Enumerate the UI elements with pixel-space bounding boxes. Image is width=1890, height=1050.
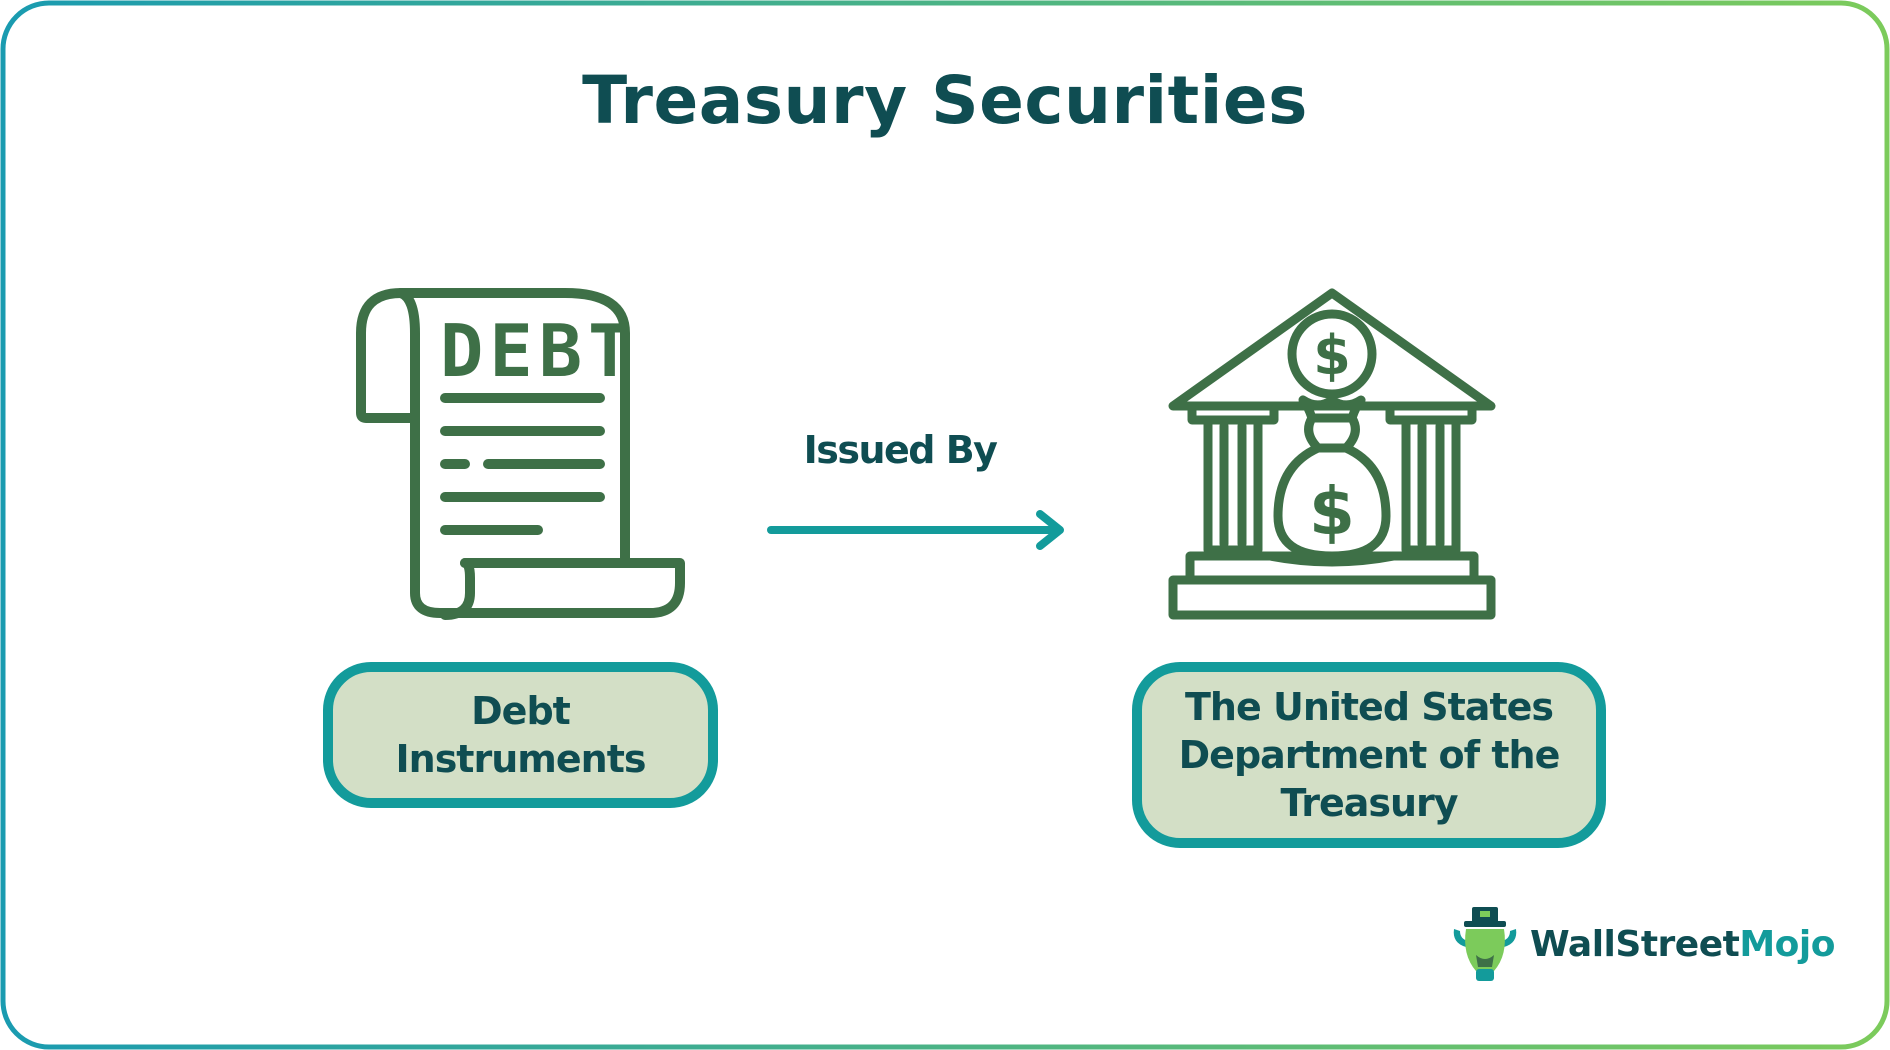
us-treasury-box: The United States Department of the Trea… — [1132, 662, 1606, 848]
svg-text:$: $ — [1309, 473, 1355, 550]
wallstreetmojo-logo: WallStreetMojo — [1450, 905, 1835, 983]
debt-label-line-1: Debt — [471, 689, 571, 733]
connector-label: Issued By — [803, 428, 998, 472]
logo-wordmark: WallStreetMojo — [1530, 924, 1835, 965]
treasury-label-line-2: Department of the — [1178, 733, 1561, 777]
debt-label-line-2: Instruments — [395, 737, 647, 781]
treasury-label-line-1: The United States — [1184, 685, 1554, 729]
diagram-title: Treasury Securities — [582, 62, 1308, 139]
treasury-label-line-3: Treasury — [1280, 781, 1458, 825]
logo-text-part2: Mojo — [1739, 923, 1835, 965]
logo-text-part1: WallStreet — [1530, 923, 1740, 965]
bull-mascot-icon — [1453, 907, 1517, 981]
debt-scroll-icon: DEBT — [356, 288, 685, 620]
debt-instruments-box: Debt Instruments — [323, 662, 718, 808]
arrow-right-icon — [767, 510, 1064, 550]
treasury-bank-icon: $ $ — [1168, 288, 1496, 620]
svg-text:$: $ — [1313, 324, 1351, 387]
debt-icon-text: DEBT — [440, 309, 637, 393]
